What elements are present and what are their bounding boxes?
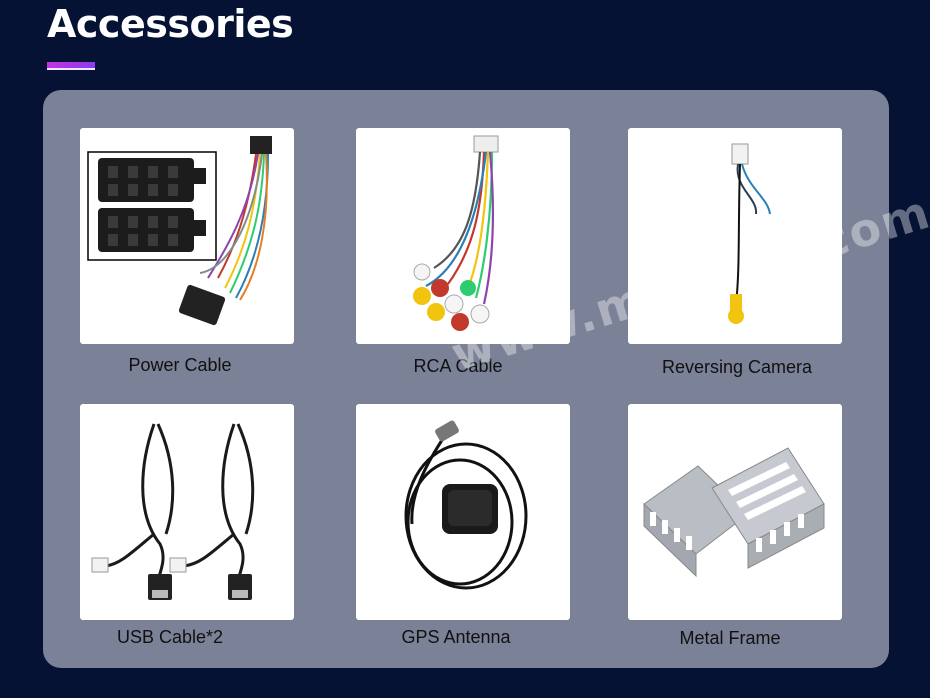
accessory-card-metal-frame <box>628 404 842 620</box>
accessory-card-power-cable <box>80 128 294 344</box>
rca-cable-icon <box>413 135 499 331</box>
accessory-label-reversing-camera: Reversing Camera <box>661 357 813 377</box>
page-title: Accessories <box>47 2 294 46</box>
accessory-card-gps-antenna <box>356 404 570 620</box>
metal-frame-icon <box>643 447 825 578</box>
accessory-card-reversing-camera <box>628 128 842 344</box>
usb-cable-icon <box>91 423 255 600</box>
accessory-card-rca-cable <box>356 128 570 344</box>
power-cable-harness-icon <box>87 136 272 326</box>
accessory-label-metal-frame: Metal Frame <box>679 628 781 648</box>
title-underline <box>47 62 95 70</box>
accessory-label-power-cable: Power Cable <box>128 355 232 375</box>
accessory-label-gps-antenna: GPS Antenna <box>401 627 511 647</box>
reversing-camera-cable-icon <box>728 143 771 324</box>
accessory-label-usb-cable: USB Cable*2 <box>116 627 224 647</box>
accessory-label-rca-cable: RCA Cable <box>413 356 503 376</box>
gps-antenna-icon <box>404 420 528 590</box>
accessory-card-usb-cable <box>80 404 294 620</box>
